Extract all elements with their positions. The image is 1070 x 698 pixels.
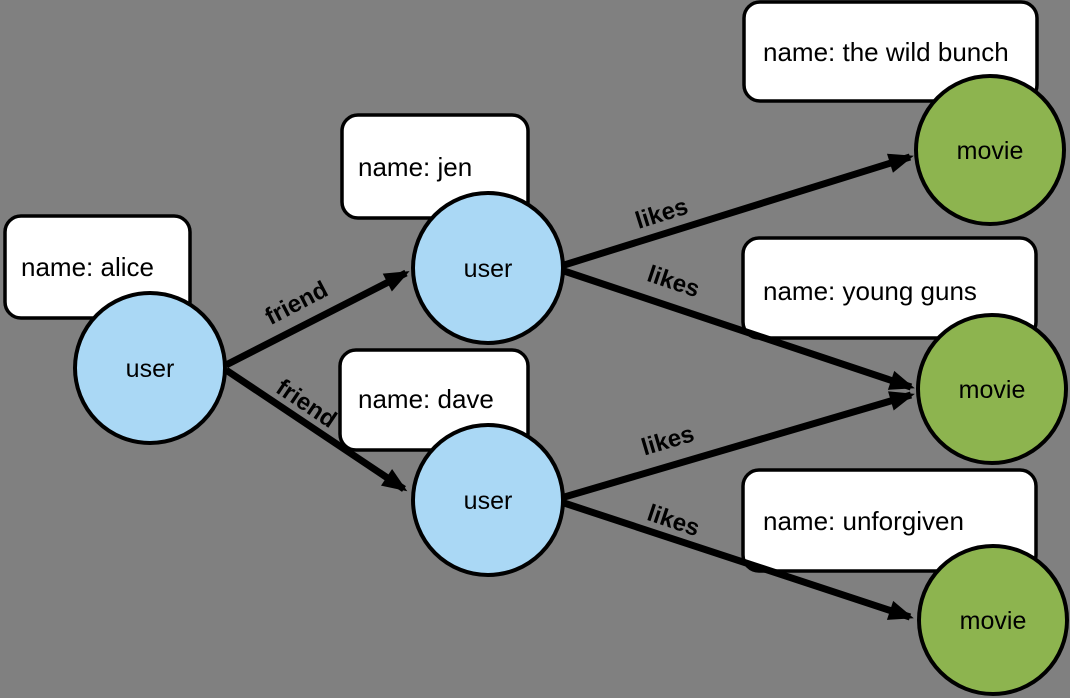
property-label-jen: name: jen <box>340 113 530 220</box>
property-box-unforgiven <box>741 468 1038 573</box>
property-label-wild-bunch: name: the wild bunch <box>742 0 1039 103</box>
node-label-alice: user <box>126 355 175 383</box>
node-label-unforgiven: movie <box>960 607 1027 635</box>
property-text-wild-bunch: name: the wild bunch <box>763 37 1009 67</box>
edge-line-jen-wild-bunch <box>559 153 914 270</box>
property-text-young-guns: name: young guns <box>763 276 977 306</box>
node-alice: user <box>73 291 227 445</box>
node-unforgiven: movie <box>917 544 1069 696</box>
edge-line-jen-young-guns <box>559 266 915 391</box>
node-label-wild-bunch: movie <box>957 137 1024 165</box>
node-circle-alice <box>73 291 227 445</box>
property-box-young-guns <box>741 236 1038 340</box>
edge-line-dave-unforgiven <box>559 498 914 621</box>
node-wild-bunch: movie <box>914 74 1066 226</box>
node-circle-jen <box>411 191 565 345</box>
node-circle-dave <box>411 423 565 577</box>
node-dave: user <box>411 423 565 577</box>
property-text-alice: name: alice <box>21 252 154 282</box>
node-label-jen: user <box>464 255 513 283</box>
node-jen: user <box>411 191 565 345</box>
edge-line-alice-jen <box>224 269 410 369</box>
edge-line-dave-young-guns <box>560 391 915 502</box>
node-label-young-guns: movie <box>959 376 1026 404</box>
edge-dave-unforgiven: likes <box>559 498 914 621</box>
property-label-young-guns: name: young guns <box>741 236 1038 340</box>
edge-line-alice-dave <box>224 367 408 492</box>
property-text-dave: name: dave <box>358 384 494 414</box>
node-circle-young-guns <box>916 313 1068 465</box>
node-circle-wild-bunch <box>914 74 1066 226</box>
node-young-guns: movie <box>916 313 1068 465</box>
property-label-unforgiven: name: unforgiven <box>741 468 1038 573</box>
property-box-wild-bunch <box>742 0 1039 103</box>
nodes-layer: user user user movie movie movie <box>73 74 1069 696</box>
property-text-unforgiven: name: unforgiven <box>763 506 964 536</box>
node-label-dave: user <box>464 487 513 515</box>
node-circle-unforgiven <box>917 544 1069 696</box>
property-text-jen: name: jen <box>358 152 472 182</box>
